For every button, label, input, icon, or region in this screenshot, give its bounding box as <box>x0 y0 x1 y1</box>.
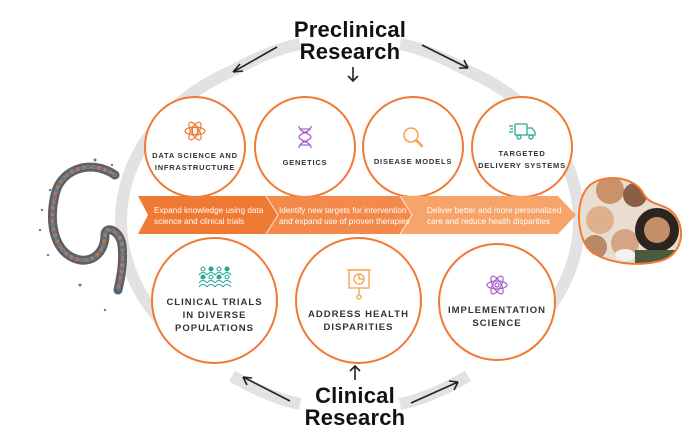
area-label: CLINICAL TRIALS <box>166 297 263 308</box>
area-label: INFRASTRUCTURE <box>154 163 236 172</box>
area-label: GENETICS <box>282 158 328 167</box>
area-label: ADDRESS HEALTH <box>308 308 409 320</box>
dna-icon <box>298 125 312 149</box>
pathway-text: Identify new targets for intervention <box>279 206 407 215</box>
pathway-step-3: Deliver better and more personalized car… <box>427 205 561 227</box>
pathway-step-2: Identify new targets for intervention an… <box>279 205 410 227</box>
pathway-step-2-shape <box>266 196 412 234</box>
area-targeted-delivery: TARGETED DELIVERY SYSTEMS <box>471 96 573 198</box>
arrow-bottom-right <box>410 380 459 404</box>
pathway-step-3-shape <box>400 196 576 234</box>
area-genetics: GENETICS <box>254 96 356 198</box>
area-implementation-science: IMPLEMENTATION SCIENCE <box>438 243 556 361</box>
diverse-people-icon <box>198 266 231 288</box>
heading-line: Research <box>304 405 406 430</box>
area-clinical-trials: CLINICAL TRIALS IN DIVERSE POPULATIONS <box>151 237 278 364</box>
magnifier-icon <box>403 127 424 148</box>
pathway-step-1: Expand knowledge using data science and … <box>154 205 263 227</box>
atom-data-icon <box>184 121 206 141</box>
area-data-science: DATA SCIENCE AND INFRASTRUCTURE <box>144 96 246 198</box>
preclinical-research-heading: Preclinical Research <box>270 19 430 63</box>
heading-line: Preclinical <box>293 17 407 42</box>
area-health-disparities: ADDRESS HEALTH DISPARITIES <box>295 237 422 364</box>
area-label: DISPARITIES <box>323 321 394 333</box>
pathway-text: and expand use of proven therapies <box>279 217 410 226</box>
area-label: POPULATIONS <box>175 323 254 334</box>
area-label: TARGETED <box>498 149 546 158</box>
arrow-up-icon <box>349 364 361 380</box>
area-label: DISEASE MODELS <box>373 157 453 166</box>
arrow-top-right <box>421 44 469 69</box>
area-label: IMPLEMENTATION <box>447 305 547 316</box>
pathway-band <box>138 196 576 234</box>
people-kidney-image <box>578 177 683 265</box>
arrow-down-icon <box>347 67 359 83</box>
heading-line: Research <box>299 39 401 64</box>
clinical-research-heading: Clinical Research <box>280 385 430 429</box>
area-label: DATA SCIENCE AND <box>152 151 238 160</box>
pathway-text: science and clinical trials <box>154 217 245 226</box>
crowd-kidney-image <box>38 158 127 312</box>
presentation-chart-icon <box>346 268 371 300</box>
pathway-text: Deliver better and more personalized <box>427 206 562 215</box>
pathway-text: Expand knowledge using data <box>154 206 264 215</box>
area-disease-models: DISEASE MODELS <box>362 96 464 198</box>
arrow-bottom-left <box>242 376 291 402</box>
arrow-top-left <box>232 46 278 73</box>
area-label: DELIVERY SYSTEMS <box>478 161 566 170</box>
pathway-step-1-shape <box>138 196 278 234</box>
pathway-text: care and reduce health disparities <box>427 217 550 226</box>
atom-icon <box>486 275 508 295</box>
heading-line: Clinical <box>315 383 395 408</box>
area-label: IN DIVERSE <box>182 310 247 321</box>
delivery-truck-icon <box>509 123 536 140</box>
area-label: SCIENCE <box>472 318 522 329</box>
